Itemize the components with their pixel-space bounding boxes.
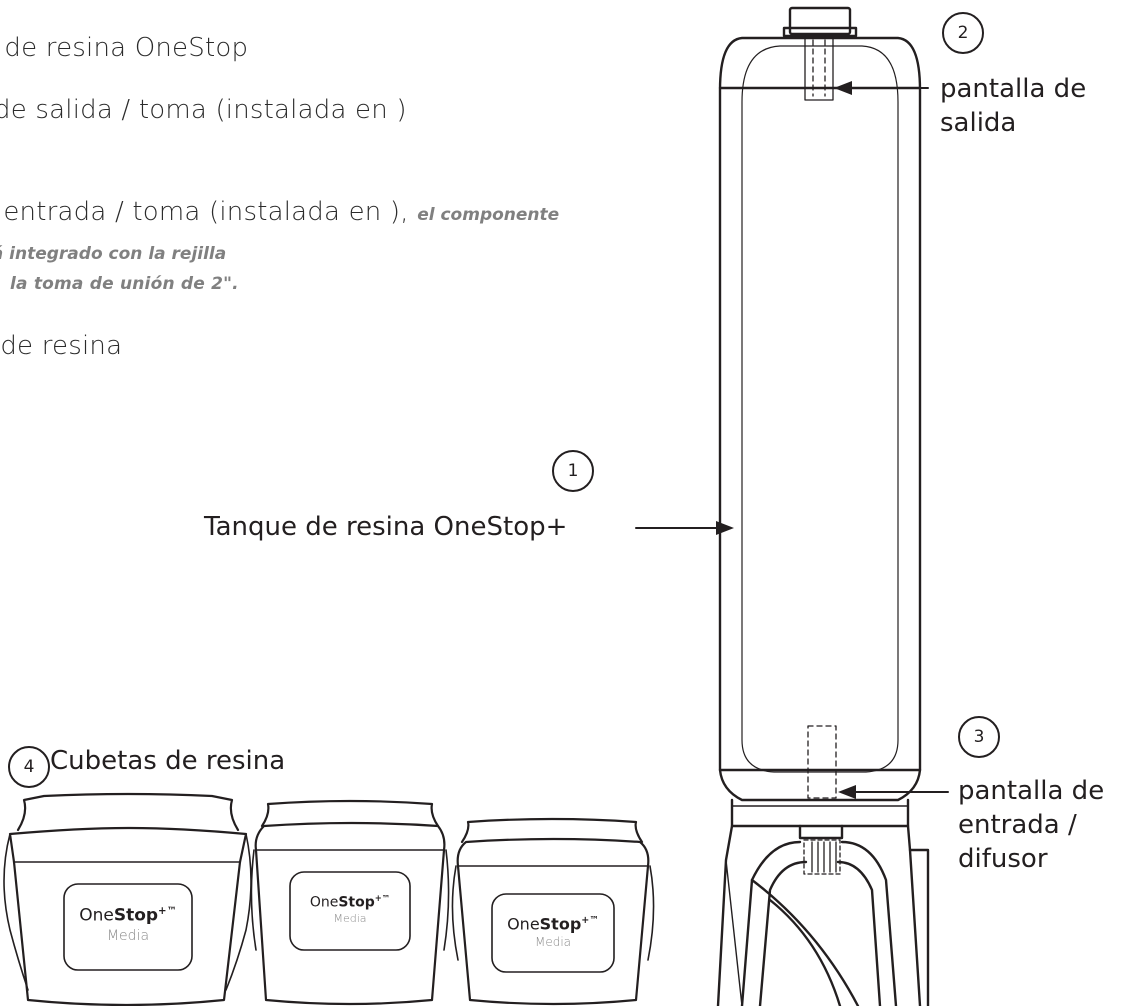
callout-badge-2: 2 <box>942 12 984 54</box>
bucket-medium <box>250 799 450 1006</box>
tank-stand <box>716 824 930 1006</box>
outlet-screen <box>804 35 834 101</box>
inlet-screen-label: pantalla de entrada / difusor <box>958 774 1104 876</box>
parts-list-item-4: as de resina <box>0 331 123 361</box>
logo-stop: Stop <box>113 905 159 926</box>
bucket-logo-large: OneStop+™ Media <box>64 902 192 946</box>
inlet-screen-label-line-3: difusor <box>958 844 1048 874</box>
callout-arrows <box>635 81 949 799</box>
logo-media: Media <box>106 927 150 944</box>
outlet-screen-label-line-2: salida <box>940 108 1017 138</box>
parts-list-item-2: la de salida / toma (instalada en ) <box>0 95 407 125</box>
logo-mark: +™ <box>374 893 391 903</box>
logo-stop: Stop <box>338 894 375 911</box>
bucket-small <box>451 817 655 1006</box>
parts-list-item-3-note-2: la toma de unión de 2". <box>10 274 239 294</box>
logo-media: Media <box>534 935 572 950</box>
bucket-large <box>3 792 252 1006</box>
logo-one: One <box>309 894 339 911</box>
logo-media: Media <box>333 911 367 925</box>
parts-list-item-3: de entrada / toma (instalada en ), el co… <box>0 194 602 302</box>
inlet-screen-label-line-1: pantalla de <box>958 776 1105 806</box>
parts-list-item-3-text: de entrada / toma (instalada en ), <box>0 197 409 227</box>
logo-stop: Stop <box>539 914 582 934</box>
logo-one: One <box>507 914 540 934</box>
outlet-screen-label: pantalla de salida <box>940 72 1086 140</box>
inlet-screen <box>803 725 841 875</box>
parts-list-item-1: ito de resina OneStop <box>0 33 249 63</box>
callout-badge-4: 4 <box>8 746 50 788</box>
logo-mark: +™ <box>581 915 599 926</box>
outlet-screen-label-line-1: pantalla de <box>940 74 1087 104</box>
callout-badge-1: 1 <box>552 450 594 492</box>
inlet-screen-label-line-2: entrada / <box>958 810 1077 840</box>
bucket-logo-medium: OneStop+™ Media <box>290 890 410 927</box>
callout-badge-3: 3 <box>958 716 1000 758</box>
buckets-label: Cubetas de resina <box>50 746 286 776</box>
logo-mark: +™ <box>158 906 177 917</box>
bucket-logo-small: OneStop+™ Media <box>492 912 614 951</box>
resin-tank <box>718 6 922 840</box>
tank-label: Tanque de resina OneStop+ <box>204 512 568 542</box>
logo-one: One <box>79 905 114 926</box>
parts-list-item-3-note: el componente está integrado con la reji… <box>0 205 560 264</box>
